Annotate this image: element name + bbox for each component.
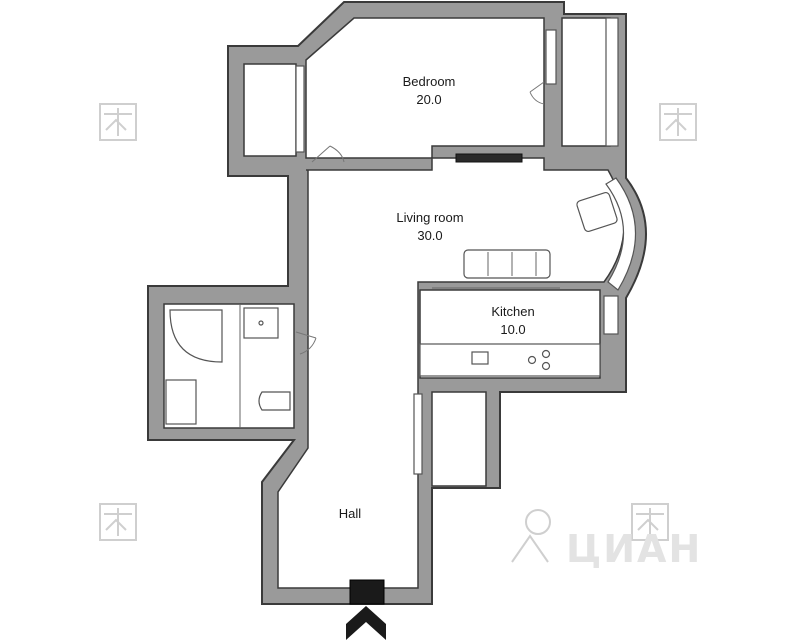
niche-opening — [413, 393, 423, 475]
balcony-window — [605, 17, 619, 147]
hall-name: Hall — [339, 506, 362, 521]
armchair — [576, 191, 618, 233]
bedroom-area-value: 20.0 — [416, 92, 441, 107]
shower-cabin — [169, 309, 223, 363]
bay-window — [605, 177, 637, 291]
kitchen-sink — [471, 351, 489, 365]
balcony-door — [529, 81, 545, 105]
kitchen-counter — [419, 343, 601, 377]
toilet — [258, 391, 291, 411]
bedroom-balcony-left — [243, 63, 297, 157]
bedroom-door — [311, 145, 345, 163]
watermark-logo-left-bottom — [99, 503, 137, 541]
watermark-logo-right-bottom — [631, 503, 669, 541]
watermark-logo-right-top — [659, 103, 697, 141]
stove-burner — [541, 361, 551, 371]
tv-panel — [455, 153, 523, 163]
bedroom-area — [305, 17, 545, 159]
bathroom-door — [295, 331, 317, 355]
entrance-arrow-icon — [346, 606, 386, 640]
bedroom-balcony-right — [561, 17, 611, 147]
storage-niche — [431, 391, 487, 487]
kitchen-name: Kitchen — [491, 304, 534, 319]
stove-burner — [527, 355, 537, 365]
entrance-door — [349, 579, 385, 605]
kitchen-window — [603, 295, 619, 335]
window-left — [295, 65, 305, 153]
sofa — [463, 249, 551, 279]
watermark-brand-text: ЦИАН — [566, 527, 702, 571]
sink-drain — [258, 320, 264, 326]
bathroom-sink — [243, 307, 279, 339]
bedroom-name: Bedroom — [403, 74, 456, 89]
stove-burner — [541, 349, 551, 359]
kitchen-area-value: 10.0 — [500, 322, 525, 337]
living-room-name: Living room — [396, 210, 463, 225]
watermark-brand-logo — [511, 509, 551, 563]
window-right-bedroom — [545, 29, 557, 85]
living-room-area-value: 30.0 — [417, 228, 442, 243]
watermark-logo-left-top — [99, 103, 137, 141]
bathtub — [165, 379, 197, 425]
